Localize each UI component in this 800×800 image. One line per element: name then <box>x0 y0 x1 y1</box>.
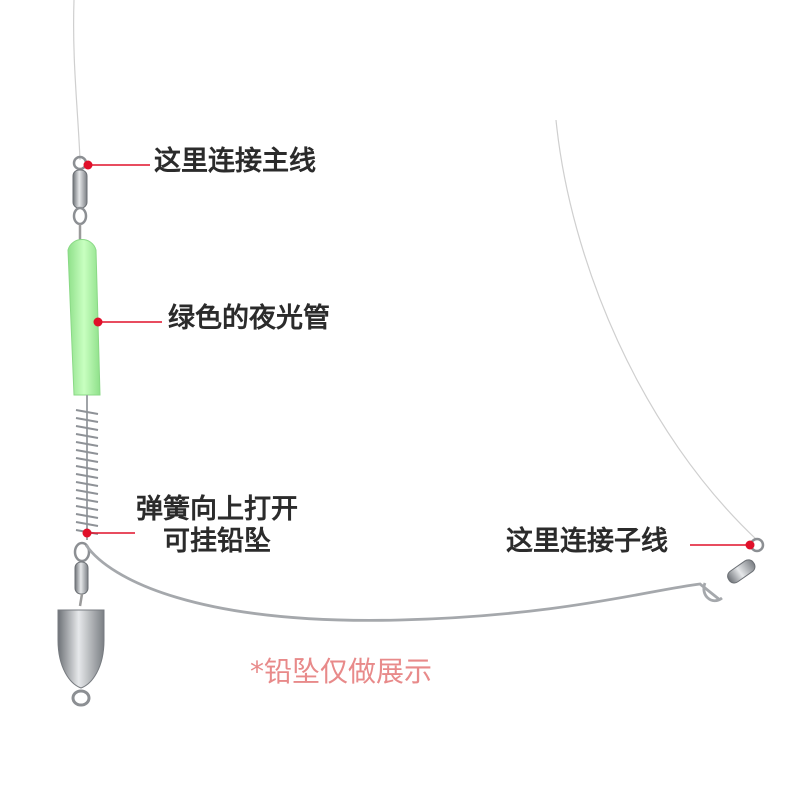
label-spring: 弹簧向上打开 可挂铅坠 <box>136 494 298 559</box>
marker-branch-line <box>745 540 755 550</box>
sinker-display-note: *铅坠仅做展示 <box>250 655 433 688</box>
marker-main-line <box>83 160 93 170</box>
annotation-markers <box>82 160 755 550</box>
marker-glow-tube <box>93 317 103 327</box>
label-spring-line2: 可挂铅坠 <box>163 526 271 558</box>
marker-spring <box>82 528 92 538</box>
label-branch-line: 这里连接子线 <box>506 526 668 557</box>
branch-swivel <box>727 559 756 584</box>
arm-wire <box>84 544 721 622</box>
label-spring-line1: 弹簧向上打开 <box>136 494 298 525</box>
bottom-swivel <box>74 561 89 595</box>
branch-fishing-line <box>555 119 758 541</box>
top-swivel <box>72 169 88 209</box>
label-main-line: 这里连接主线 <box>154 146 316 177</box>
sinker <box>57 609 105 689</box>
main-fishing-line <box>73 0 81 161</box>
annotation-lines <box>87 164 750 546</box>
label-glow-tube: 绿色的夜光管 <box>168 303 330 334</box>
spring <box>75 395 99 540</box>
glow-tube <box>67 239 101 396</box>
sinker-eye <box>71 689 91 707</box>
